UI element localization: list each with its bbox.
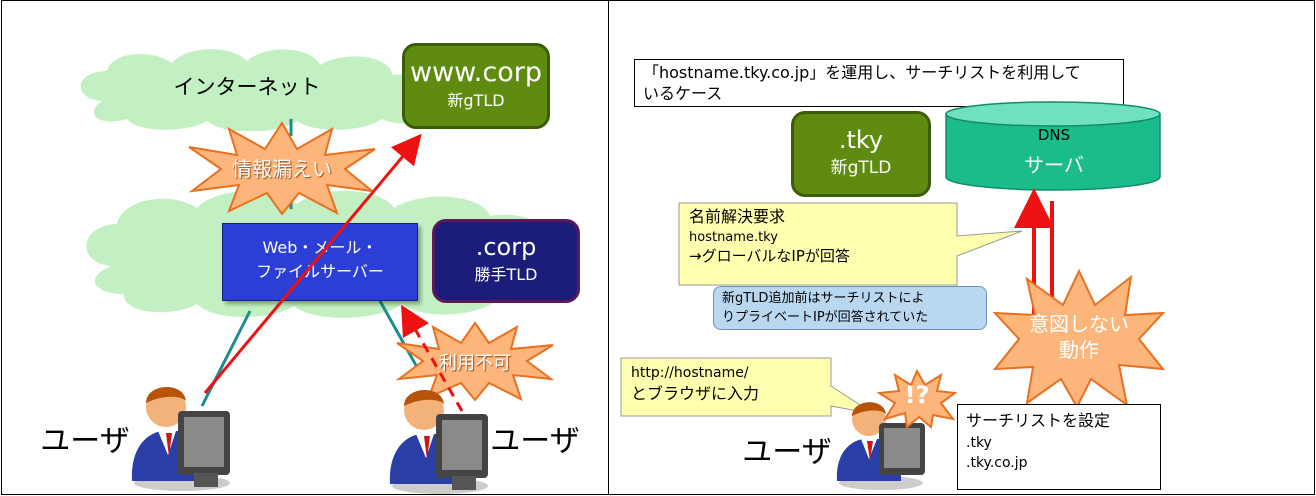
unintended-label: 意図しない 動作	[1004, 311, 1154, 363]
tky-sublabel: 新gTLD	[830, 158, 892, 178]
leak-burst	[188, 121, 376, 216]
left-panel: インターネット www.corp 新gTLD Web・メール・ ファイルサーバー…	[1, 0, 609, 495]
corp-sublabel: 勝手TLD	[474, 265, 538, 284]
url-callout-line2: とブラウザに入力	[631, 384, 760, 403]
server-label-line1: Web・メール・	[262, 238, 378, 257]
leak-label: 情報漏えい	[232, 159, 332, 181]
resolve-line1: 名前解決要求	[689, 207, 786, 226]
user-right-label: ユーザ	[490, 425, 580, 458]
alert-mark: !?	[904, 381, 930, 409]
url-callout: http://hostname/ とブラウザに入力	[631, 363, 831, 405]
unusable-label: 利用不可	[439, 353, 511, 373]
alert-burst	[877, 369, 957, 429]
tky-label: .tky	[838, 126, 884, 154]
url-callout-line1: http://hostname/	[631, 365, 749, 381]
case-note: 「hostname.tky.co.jp」を運用し、サーチリストを利用して いるケ…	[634, 59, 1124, 107]
dns-label: DNS	[1037, 126, 1071, 144]
resolve-line2: hostname.tky	[689, 230, 778, 245]
before-note-line1: 新gTLD追加前はサーチリストによ	[722, 291, 925, 306]
searchlist-title: サーチリストを設定	[966, 411, 1111, 430]
unintended-line1: 意図しない	[1029, 312, 1129, 336]
user-right-figure	[389, 389, 488, 494]
searchlist-item2: .tky.co.jp	[966, 455, 1028, 471]
internet-label: インターネット	[173, 76, 321, 99]
user-label: ユーザ	[742, 436, 832, 469]
before-note: 新gTLD追加前はサーチリストによ りプライベートIPが回答されていた	[713, 286, 987, 330]
unintended-line2: 動作	[1059, 338, 1099, 362]
right-panel: 「hostname.tky.co.jp」を運用し、サーチリストを利用して いるケ…	[608, 0, 1315, 495]
searchlist-box: サーチリストを設定 .tky .tky.co.jp	[957, 404, 1161, 490]
dns-sublabel: サーバ	[1024, 153, 1084, 177]
corp-box: .corp 勝手TLD	[432, 219, 580, 303]
internet-cloud	[80, 49, 431, 131]
before-note-line2: りプライベートIPが回答されていた	[722, 310, 929, 325]
server-label-line2: ファイルサーバー	[256, 262, 384, 281]
user-left-figure	[131, 386, 230, 491]
dns-cylinder	[945, 101, 1161, 191]
tky-box: .tky 新gTLD	[791, 111, 931, 197]
resolve-callout-shape	[678, 202, 1023, 286]
corp-label: .corp	[475, 233, 537, 261]
url-callout-shape	[620, 357, 875, 417]
case-note-line1: 「hostname.tky.co.jp」を運用し、サーチリストを利用して	[643, 63, 1081, 82]
user-left-label: ユーザ	[40, 425, 130, 458]
resolve-callout: 名前解決要求 hostname.tky →グローバルなIPが回答	[689, 206, 959, 266]
www-corp-box: www.corp 新gTLD	[402, 43, 550, 129]
leak-arrows	[203, 133, 464, 412]
www-corp-sublabel: 新gTLD	[447, 91, 505, 110]
server-box: Web・メール・ ファイルサーバー	[222, 223, 418, 301]
www-corp-label: www.corp	[410, 57, 542, 88]
case-note-line2: いるケース	[643, 84, 723, 103]
searchlist-item1: .tky	[966, 435, 992, 451]
user-figure	[836, 402, 925, 490]
resolve-line3: →グローバルなIPが回答	[689, 247, 850, 265]
